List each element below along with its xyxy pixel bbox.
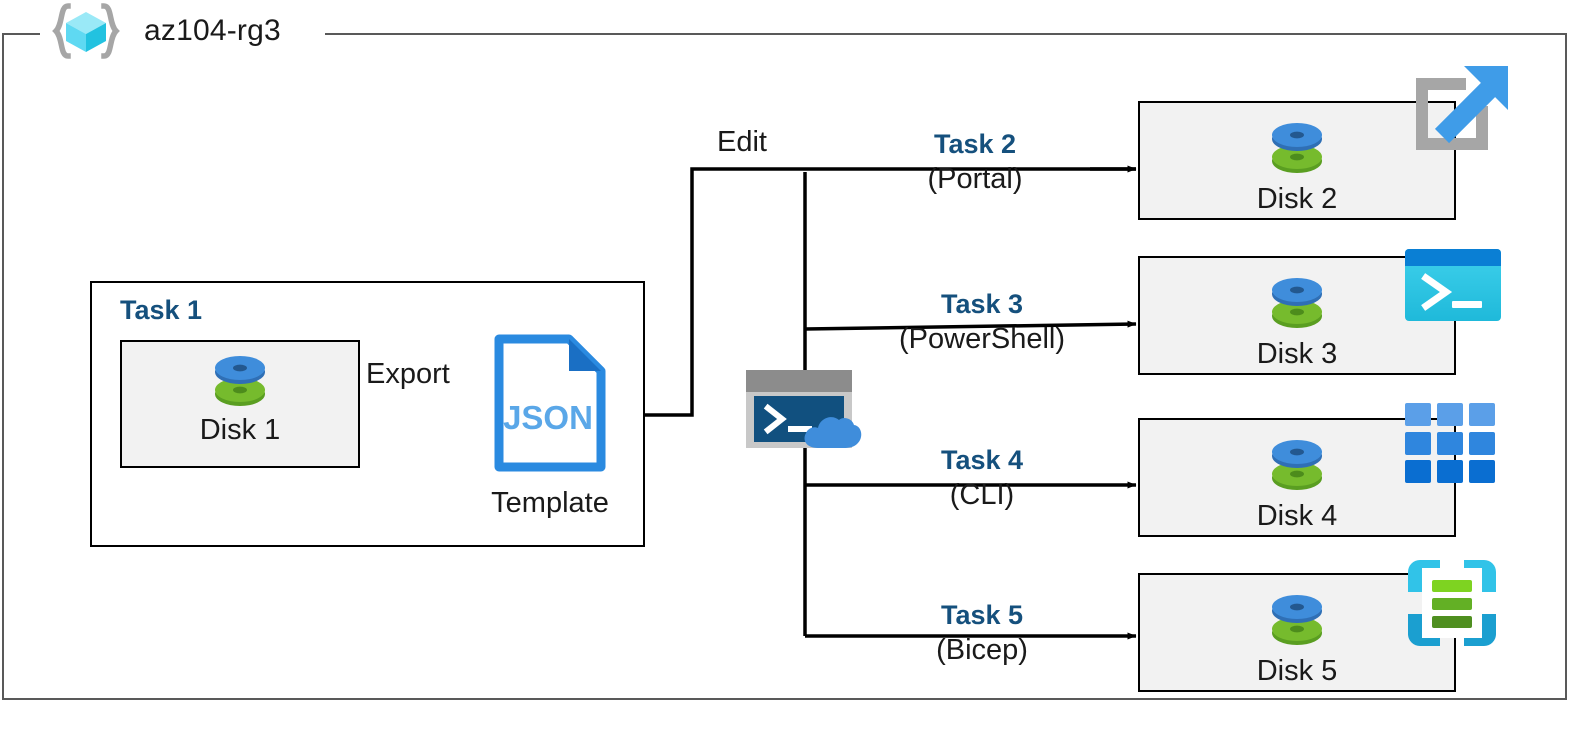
task-2-method: (Portal) <box>927 163 1023 195</box>
resource-group-name: az104-rg3 <box>144 14 281 47</box>
disk-card-3[interactable]: Disk 3 <box>1138 256 1456 375</box>
task-2-name: Task 2 <box>933 129 1017 159</box>
task-4-method: (CLI) <box>949 479 1015 511</box>
disk-label: Disk 5 <box>1256 655 1338 687</box>
json-file-type-text: JSON <box>503 399 593 436</box>
bicep-icon <box>1406 558 1498 648</box>
task-3-method: (PowerShell) <box>899 323 1065 355</box>
edit-label: Edit <box>717 126 767 158</box>
disk-label: Disk 2 <box>1256 183 1338 215</box>
task-2-label-group: Task 2 (Portal) <box>805 131 1145 200</box>
disk-card-4[interactable]: Disk 4 <box>1138 418 1456 537</box>
task-3-name: Task 3 <box>940 289 1024 319</box>
cloud-shell-icon <box>744 366 864 452</box>
resource-group-cube-icon <box>50 2 122 60</box>
task-5-method: (Bicep) <box>936 634 1028 666</box>
disk-card-5[interactable]: Disk 5 <box>1138 573 1456 692</box>
task-4-label-group: Task 4 (CLI) <box>812 447 1152 516</box>
template-label: Template <box>491 487 609 519</box>
azure-cli-icon <box>1404 402 1496 484</box>
disk-card-1[interactable]: Disk 1 <box>120 340 360 468</box>
export-label: Export <box>366 358 450 390</box>
disk-label: Disk 4 <box>1256 500 1338 532</box>
managed-disk-icon <box>1267 272 1327 334</box>
task-3-label-group: Task 3 (PowerShell) <box>812 291 1152 360</box>
disk-label: Disk 1 <box>199 414 281 446</box>
disk-label: Disk 3 <box>1256 338 1338 370</box>
managed-disk-icon <box>1267 589 1327 651</box>
managed-disk-icon <box>1267 434 1327 496</box>
resource-group-frame <box>2 33 1567 700</box>
json-file-icon: JSON <box>491 333 609 473</box>
task-4-name: Task 4 <box>940 445 1024 475</box>
azure-portal-icon <box>1404 62 1514 167</box>
task-5-name: Task 5 <box>940 600 1024 630</box>
managed-disk-icon <box>1267 117 1327 179</box>
task-5-label-group: Task 5 (Bicep) <box>812 602 1152 671</box>
powershell-icon <box>1404 248 1502 322</box>
task-1-title: Task 1 <box>120 295 203 325</box>
disk-card-2[interactable]: Disk 2 <box>1138 101 1456 220</box>
managed-disk-icon <box>210 350 270 412</box>
